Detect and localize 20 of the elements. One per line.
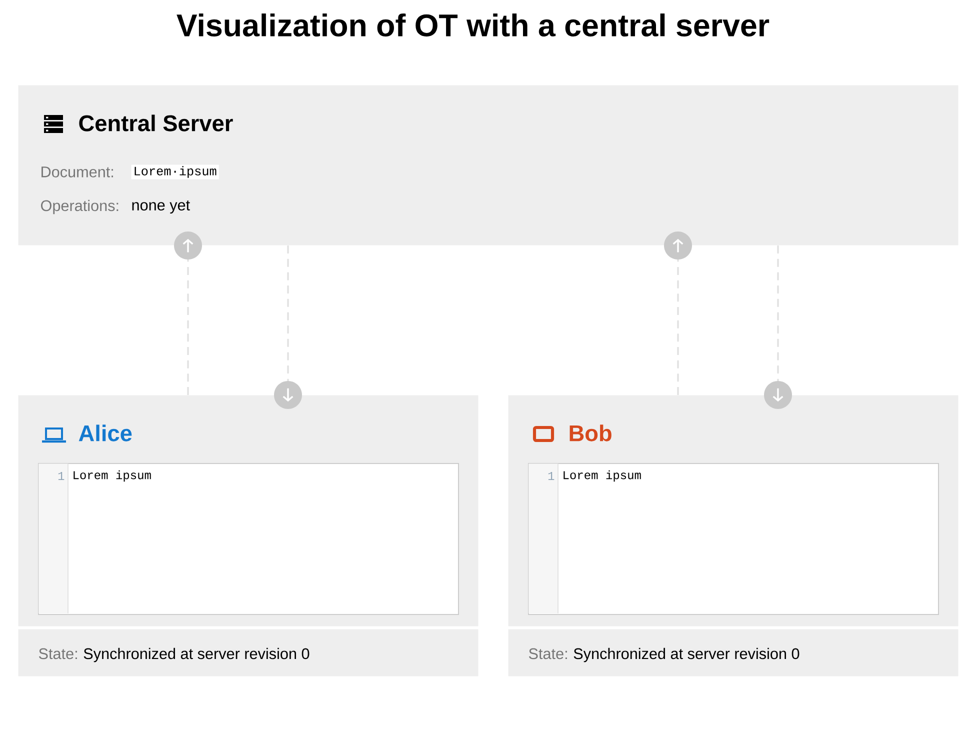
status-text: Synchronized at server revision 0 (84, 648, 310, 662)
line-number: 1 (58, 472, 64, 480)
code-text: Lorem ipsum (74, 470, 151, 482)
field-label: Document: (42, 166, 114, 178)
status-label: State: (528, 648, 567, 660)
line-number: 1 (548, 472, 554, 480)
code-text: Lorem·ipsum (131, 164, 219, 180)
dashed-arrow (764, 246, 792, 409)
field-value: none yet (132, 200, 190, 214)
status-text: Synchronized at server revision 0 (574, 648, 800, 662)
heading: Bob (570, 424, 612, 442)
heading: Alice (78, 424, 132, 442)
title: Visualization of OT with a central server (176, 14, 770, 37)
code-text: Lorem ipsum (564, 470, 641, 482)
heading: Central Server (79, 114, 233, 132)
dashed-arrow (664, 232, 692, 395)
dashed-arrow (174, 232, 202, 395)
field-label: Operations: (41, 200, 118, 214)
status-label: State: (38, 648, 77, 660)
dashed-arrow (274, 246, 302, 409)
